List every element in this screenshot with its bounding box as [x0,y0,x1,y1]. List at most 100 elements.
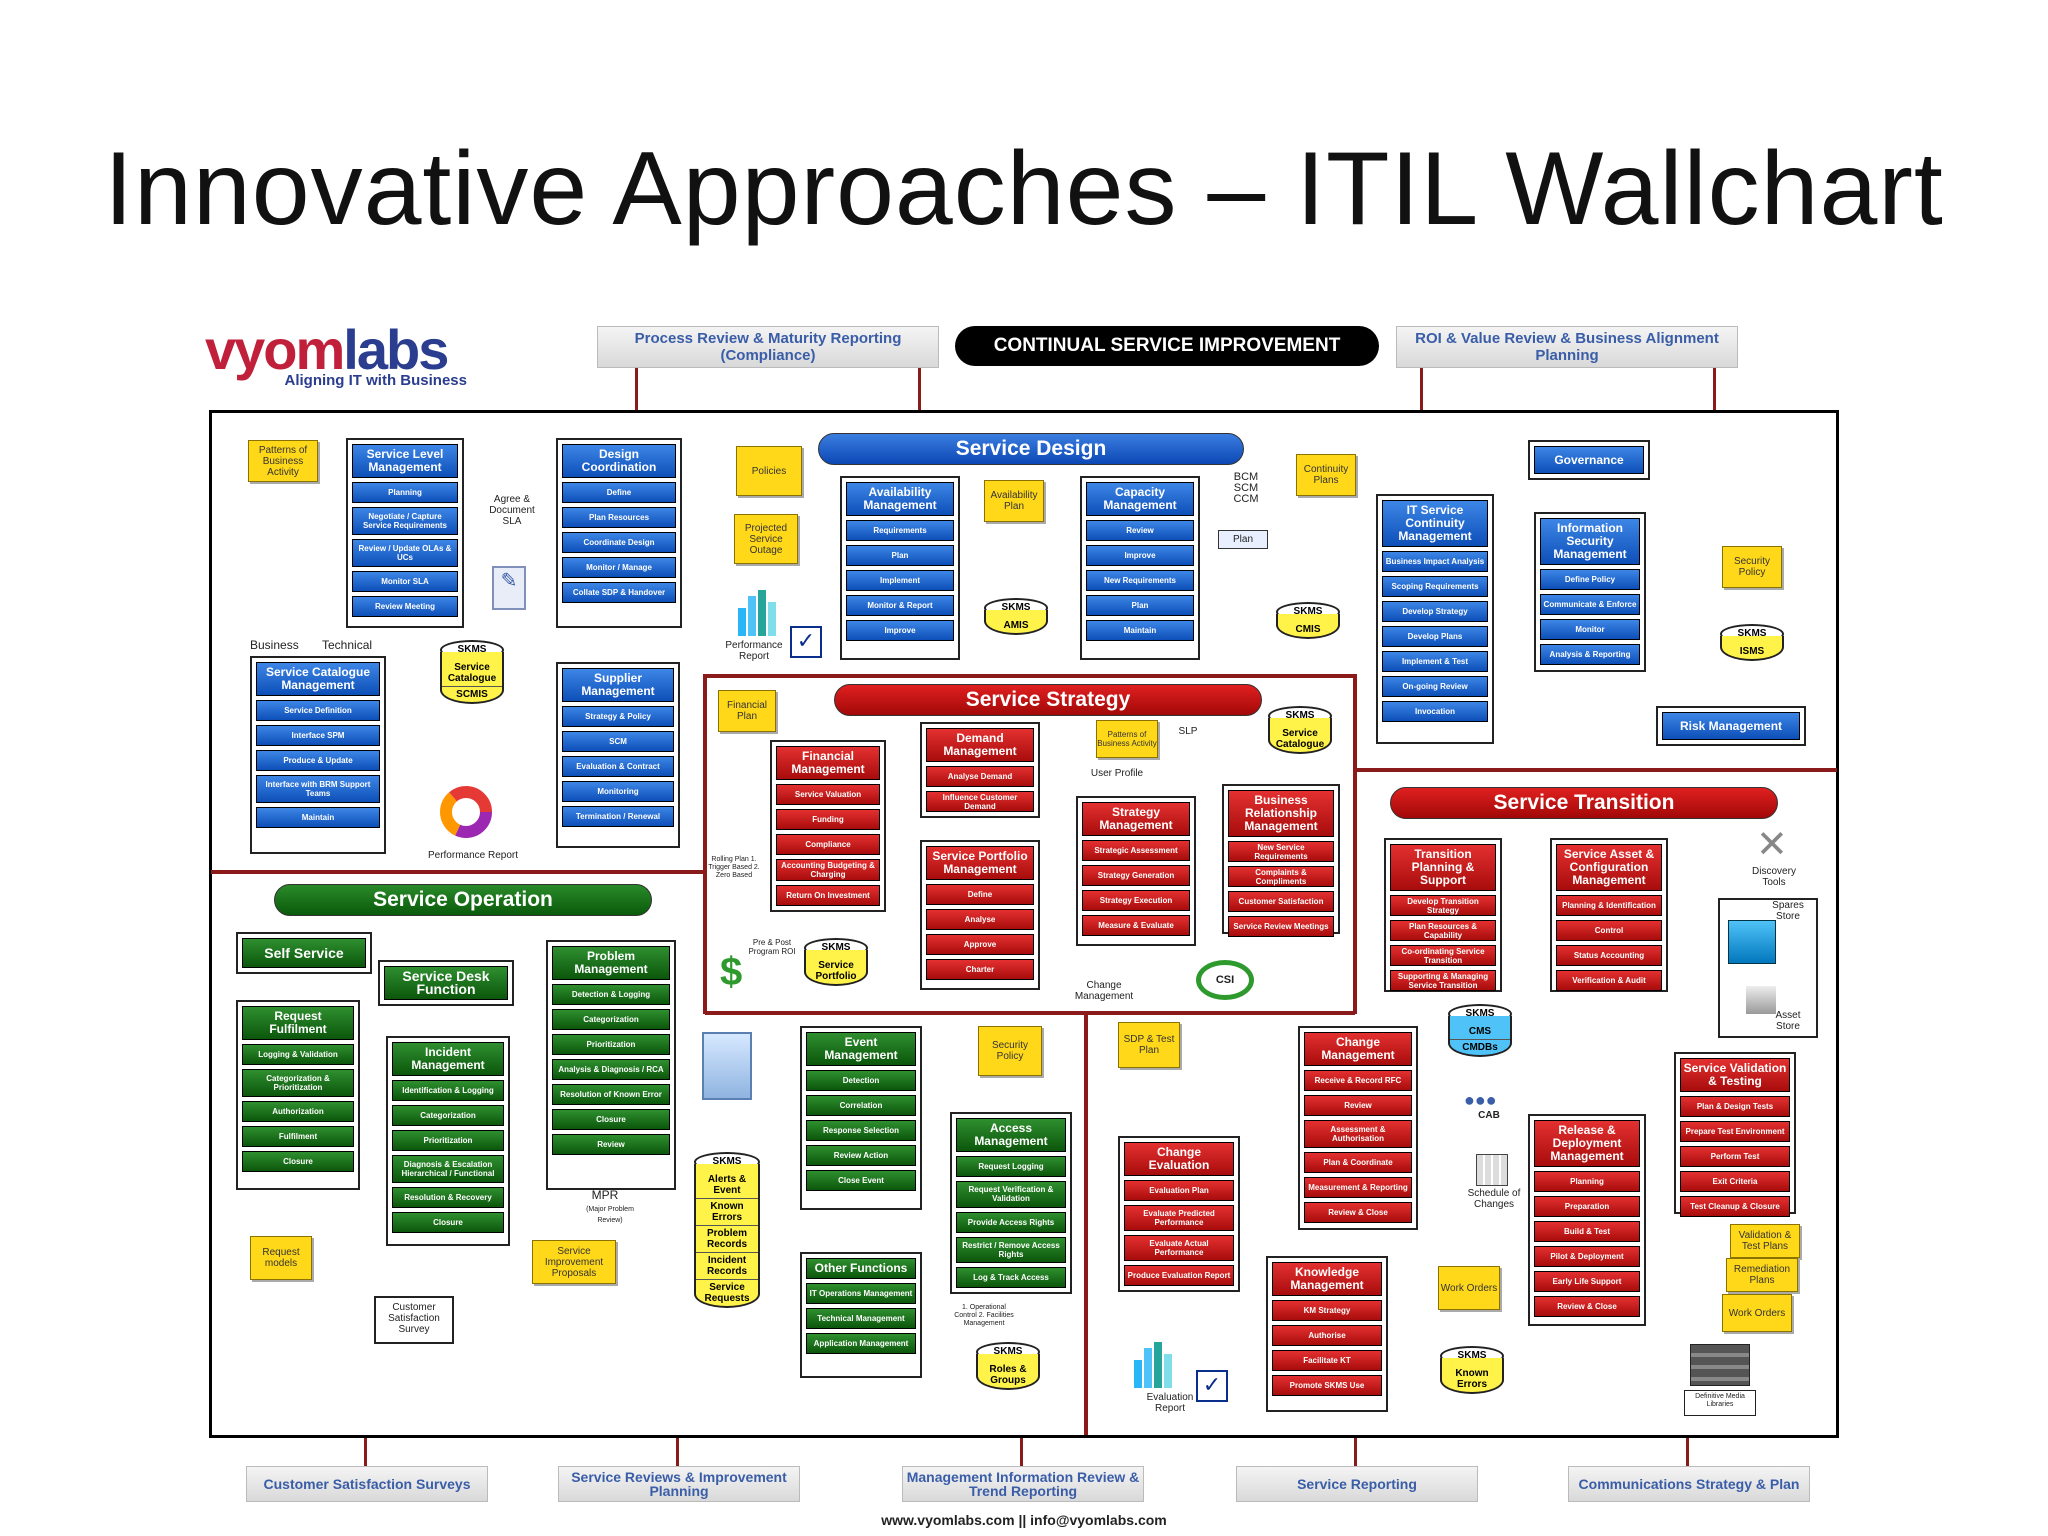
sup-title: Supplier Management [562,668,674,702]
tpsp-box[interactable]: Transition Planning & Support Develop Tr… [1384,838,1502,992]
itscm-item: Implement & Test [1382,651,1488,672]
db-row: CMIS [1295,624,1321,635]
design-coordination-box[interactable]: Design Coordination Define Plan Resource… [556,438,682,628]
arrow-line [1020,1438,1023,1466]
sacm-box[interactable]: Service Asset & Configuration Management… [1550,838,1668,992]
portfolio-box[interactable]: Service Portfolio Management Define Anal… [920,840,1040,990]
skms-db: SKMS Service Catalogue [1268,706,1332,754]
work-orders-note: Work Orders [1438,1266,1500,1310]
tpsp-title: Transition Planning & Support [1390,844,1496,891]
pba-note: Patterns of Business Activity [1096,720,1158,758]
sup-item: Evaluation & Contract [562,756,674,777]
availability-plan-note: Availability Plan [984,480,1044,522]
val-title: Service Validation & Testing [1680,1058,1790,1092]
chg-item: Assessment & Authorisation [1304,1120,1412,1148]
request-box[interactable]: Request Fulfilment Logging & Validation … [236,1000,360,1190]
knowledge-box[interactable]: Knowledge Management KM Strategy Authori… [1266,1256,1388,1412]
policies-note: Policies [736,446,802,496]
plan-label: Plan [1218,530,1268,549]
ce-item: Evaluate Actual Performance [1124,1235,1234,1261]
box-icon [1746,986,1776,1014]
infosec-item: Communicate & Enforce [1540,594,1640,615]
brm-box[interactable]: Business Relationship Management New Ser… [1222,784,1340,937]
service-desk-box[interactable]: Service Desk Function [378,960,514,1006]
cat-item: Interface with BRM Support Teams [256,775,380,803]
validation-plans-note: Validation & Test Plans [1730,1224,1800,1258]
skms-db: SKMS Roles & Groups [976,1342,1040,1390]
sacm-item: Control [1556,920,1662,941]
mpr-label: MPR [591,1188,619,1202]
logo-tagline: Aligning IT with Business [284,372,467,389]
access-box[interactable]: Access Management Request Logging Reques… [950,1112,1072,1294]
sacm-title: Service Asset & Configuration Management [1556,844,1662,891]
prob-item: Prioritization [552,1034,670,1055]
capacity-box[interactable]: Capacity Management Review Improve New R… [1080,476,1200,660]
remediation-plans-note: Remediation Plans [1726,1258,1798,1292]
availability-box[interactable]: Availability Management Requirements Pla… [840,476,960,660]
work-orders-note-2: Work Orders [1722,1294,1792,1332]
dem-title: Demand Management [926,728,1034,762]
release-box[interactable]: Release & Deployment Management Planning… [1528,1114,1646,1326]
skms-db: SKMS ISMS [1720,624,1784,661]
dc-title: Design Coordination [562,444,676,478]
oth-item: Application Management [806,1333,916,1354]
demand-box[interactable]: Demand Management Analyse Demand Influen… [920,722,1040,818]
financial-box[interactable]: Financial Management Service Valuation F… [770,740,886,912]
brm-item: Customer Satisfaction [1228,891,1334,912]
port-item: Define [926,884,1034,905]
brm-item: Complaints & Compliments [1228,866,1334,887]
chg-item: Measurement & Reporting [1304,1177,1412,1198]
event-box[interactable]: Event Management Detection Correlation R… [800,1026,922,1210]
rel-item: Review & Close [1534,1296,1640,1317]
evt-item: Correlation [806,1095,916,1116]
req-item: Authorization [242,1101,354,1122]
strategy-mgmt-box[interactable]: Strategy Management Strategic Assessment… [1076,796,1196,946]
change-eval-box[interactable]: Change Evaluation Evaluation Plan Evalua… [1118,1136,1240,1292]
csi-cycle-icon: CSI [1196,960,1254,1000]
fin-item: Return On Investment [776,885,880,906]
cat-item: Interface SPM [256,725,380,746]
other-functions-box[interactable]: Other Functions IT Operations Management… [800,1252,922,1378]
req-item: Categorization & Prioritization [242,1069,354,1097]
change-box[interactable]: Change Management Receive & Record RFC R… [1298,1026,1418,1230]
avail-title: Availability Management [846,482,954,516]
footer-contact: www.vyomlabs.com || info@vyomlabs.com [881,1512,1167,1528]
supplier-box[interactable]: Supplier Management Strategy & Policy SC… [556,662,680,848]
document-edit-icon: ✎ [492,566,526,610]
itscm-box[interactable]: IT Service Continuity Management Busines… [1376,494,1494,744]
self-service-box[interactable]: Self Service [236,932,372,974]
security-policy-note: Security Policy [1722,546,1782,588]
port-item: Analyse [926,909,1034,930]
evt-item: Detection [806,1070,916,1091]
op-control-label: 1. Operational Control 2. Facilities Man… [954,1304,1014,1327]
discovery-tools-label: Discovery Tools [1752,866,1796,888]
infosec-title: Information Security Management [1540,518,1640,565]
service-design-bar: Service Design [818,433,1244,465]
brm-title: Business Relationship Management [1228,790,1334,837]
tpsp-item: Develop Transition Strategy [1390,895,1496,916]
catalogue-box[interactable]: Service Catalogue Management Service Def… [250,656,386,854]
db-row: Known Errors [696,1199,758,1226]
logo-brand-c: labs [343,318,449,381]
validation-box[interactable]: Service Validation & Testing Plan & Desi… [1674,1052,1796,1217]
governance-box[interactable]: Governance [1528,440,1650,480]
server-icon [702,1032,752,1100]
donut-chart-icon [438,784,494,840]
risk-box[interactable]: Risk Management [1656,706,1806,746]
customer-satisfaction-bar: Customer Satisfaction Surveys [246,1466,488,1502]
km-item: KM Strategy [1272,1300,1382,1321]
infosec-box[interactable]: Information Security Management Define P… [1534,512,1646,672]
business-label: Business [250,638,299,652]
km-item: Authorise [1272,1325,1382,1346]
db-row: Problem Records [696,1226,758,1253]
problem-box[interactable]: Problem Management Detection & Logging C… [546,940,676,1190]
slm-box[interactable]: Service Level Management Planning Negoti… [346,438,464,628]
tpsp-item: Co-ordinating Service Transition [1390,945,1496,966]
ce-item: Evaluate Predicted Performance [1124,1205,1234,1231]
val-item: Prepare Test Environment [1680,1121,1790,1142]
incident-box[interactable]: Incident Management Identification & Log… [386,1036,510,1246]
vyomlabs-logo: vyomlabs Aligning IT with Business [205,322,475,392]
arrow-line [635,368,638,410]
arrow-line [1354,1438,1357,1466]
